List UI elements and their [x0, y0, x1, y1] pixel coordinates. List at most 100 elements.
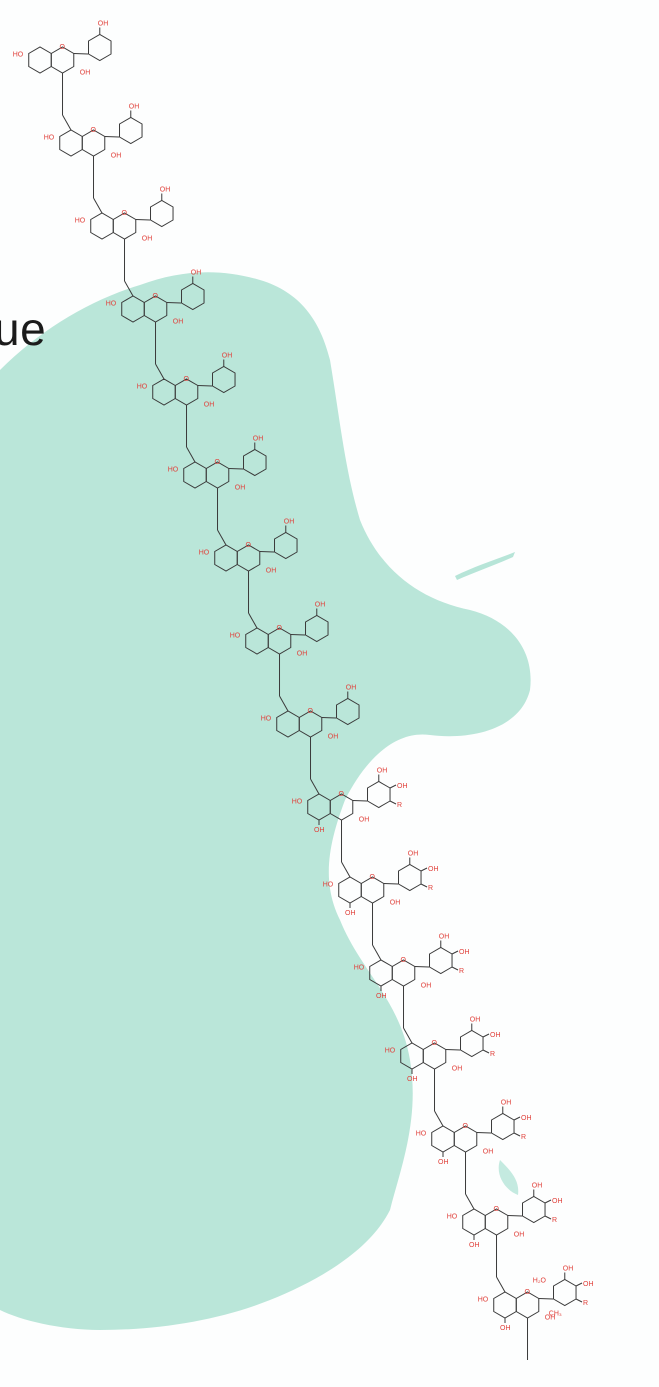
a-ring-hydroxyl-label: HO [292, 799, 303, 806]
a-ring [431, 1125, 455, 1153]
interflavan-bond [434, 1110, 444, 1127]
a-ring [493, 1291, 517, 1319]
b-ring-hydroxyl-label: OH [501, 1100, 512, 1107]
a-ring [338, 876, 362, 904]
ring-oxygen-label: O [277, 625, 283, 632]
b-ring-r-bond [575, 1298, 583, 1303]
b-ring [367, 780, 391, 809]
a-ring-hydroxyl-label: HO [478, 1297, 489, 1304]
b-ring [522, 1195, 546, 1224]
b-ring-r-bond [544, 1215, 552, 1220]
c3-hydroxyl-label: OH [359, 817, 370, 824]
b-ring [460, 1029, 484, 1058]
ring-oxygen-label: O [246, 542, 252, 549]
a-ring-hydroxyl-label: HO [230, 633, 241, 640]
b-ring-oh-bond [513, 1116, 521, 1121]
c3-hydroxyl-label: OH [142, 236, 153, 243]
b-ring-bond [259, 551, 275, 553]
r-group-label: R [521, 1134, 526, 1141]
b-ring-r-bond [389, 800, 397, 805]
blob-drip [498, 1160, 519, 1195]
c3-hydroxyl-label: OH [266, 568, 277, 575]
b-ring-bond [476, 1132, 492, 1134]
b-ring-hydroxyl-label: OH [377, 768, 388, 775]
b-ring-bond [352, 800, 368, 802]
b-ring [336, 697, 360, 726]
a-ring [307, 793, 331, 821]
b-ring-hydroxyl-label: OH [583, 1281, 594, 1288]
r-group-label: R [428, 885, 433, 892]
a-ring-extra-hydroxyl-label: OH [314, 827, 325, 834]
b-ring-bond [383, 883, 399, 885]
b-ring-bond [228, 468, 244, 470]
interflavan-bond [217, 529, 227, 546]
a-ring-extra-hydroxyl-label: OH [407, 1076, 418, 1083]
a-ring-extra-hydroxyl-label: OH [438, 1159, 449, 1166]
methyl-label: CH₃ [549, 1311, 562, 1318]
b-ring [398, 863, 422, 892]
b-ring [150, 199, 174, 228]
a-ring-extra-hydroxyl-label: OH [345, 910, 356, 917]
r-group-label: R [397, 802, 402, 809]
ring-oxygen-label: O [463, 1123, 469, 1130]
ring-oxygen-label: O [122, 210, 128, 217]
b-ring-hydroxyl-label: OH [470, 1017, 481, 1024]
b-ring-hydroxyl-label: OH [191, 270, 202, 277]
ring-oxygen-label: O [184, 376, 190, 383]
b-ring [274, 531, 298, 560]
interflavan-bond [62, 114, 72, 131]
c3-hydroxyl-label: OH [204, 402, 215, 409]
a-ring [245, 627, 269, 655]
b-ring-oh-bond [420, 867, 428, 872]
b-ring-hydroxyl-label: OH [315, 602, 326, 609]
b-ring-hydroxyl-label: OH [428, 866, 439, 873]
a-ring-hydroxyl-label: HO [323, 882, 334, 889]
r-group-label: R [552, 1217, 557, 1224]
b-ring-hydroxyl-label: OH [563, 1266, 574, 1273]
b-ring [181, 282, 205, 311]
a-ring [59, 129, 83, 157]
a-ring-hydroxyl-label: HO [447, 1214, 458, 1221]
a-ring-hydroxyl-label: HO [13, 52, 24, 59]
b-ring-hydroxyl-label: OH [490, 1032, 501, 1039]
c3-hydroxyl-label: OH [452, 1066, 463, 1073]
interflavan-bond [310, 778, 320, 795]
a-ring [462, 1208, 486, 1236]
b-ring-oh-bond [389, 784, 397, 789]
a-ring [214, 544, 238, 572]
a-ring-extra-hydroxyl-label: OH [500, 1325, 511, 1332]
c3-hydroxyl-label: OH [483, 1149, 494, 1156]
c3-hydroxyl-label: OH [297, 651, 308, 658]
a-ring [400, 1042, 424, 1070]
b-ring [429, 946, 453, 975]
a-ring-hydroxyl-label: HO [44, 135, 55, 142]
interflavan-bond [124, 280, 134, 297]
a-ring [276, 710, 300, 738]
interflavan-bond [248, 612, 258, 629]
interflavan-bond [341, 861, 351, 878]
a-ring-extra-hydroxyl-label: OH [376, 993, 387, 1000]
a-ring [28, 46, 52, 74]
flavan-unit: O HO OH OH [230, 602, 329, 696]
b-ring-bond [197, 385, 213, 387]
b-ring-bond [73, 53, 89, 55]
c3-hydroxyl-label: OH [390, 900, 401, 907]
b-ring-hydroxyl-label: OH [397, 783, 408, 790]
water-label: H₂O [533, 1278, 547, 1285]
b-ring-bond [321, 717, 337, 719]
interflavan-bond [403, 1027, 413, 1044]
interflavan-bond [279, 695, 289, 712]
b-ring-hydroxyl-label: OH [408, 851, 419, 858]
